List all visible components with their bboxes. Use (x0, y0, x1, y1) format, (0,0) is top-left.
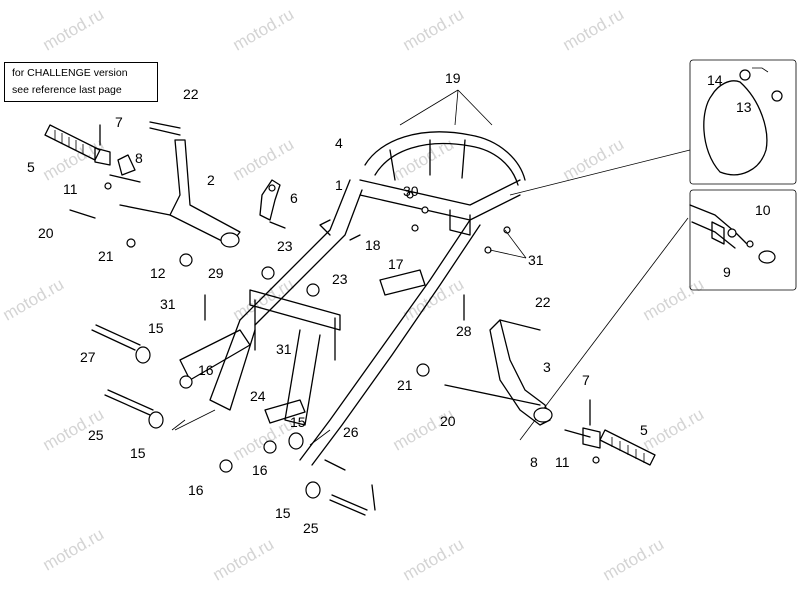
callout-20: 20 (38, 225, 54, 241)
callout-23: 23 (332, 271, 348, 287)
callout-6: 6 (290, 190, 298, 206)
callout-5: 5 (27, 159, 35, 175)
callout-25: 25 (88, 427, 104, 443)
callout-5: 5 (640, 422, 648, 438)
frame-part-1 (179, 131, 526, 466)
callout-12: 12 (150, 265, 166, 281)
callout-9: 9 (723, 264, 731, 280)
callout-31: 31 (276, 341, 292, 357)
callout-21: 21 (397, 377, 413, 393)
callout-10: 10 (755, 202, 771, 218)
callout-15: 15 (130, 445, 146, 461)
note-line-2: see reference last page (12, 84, 122, 96)
footpeg-assembly-left (44, 124, 141, 190)
callout-15: 15 (290, 414, 306, 430)
callout-7: 7 (115, 114, 123, 130)
callout-18: 18 (365, 237, 381, 253)
callout-labels: 1 2 3 4 5 5 6 7 7 8 8 9 10 11 11 12 13 1… (27, 70, 771, 536)
callout-17: 17 (388, 256, 404, 272)
leader-lines (171, 89, 527, 446)
callout-1: 1 (335, 177, 343, 193)
callout-3: 3 (543, 359, 551, 375)
bracket-part-2 (119, 127, 241, 248)
callout-30: 30 (403, 183, 419, 199)
callout-8: 8 (530, 454, 538, 470)
callout-28: 28 (456, 323, 472, 339)
callout-16: 16 (252, 462, 268, 478)
note-line-1: for CHALLENGE version (12, 67, 128, 79)
callout-11: 11 (63, 181, 78, 197)
callout-20: 20 (440, 413, 456, 429)
callout-27: 27 (80, 349, 96, 365)
callout-11: 11 (555, 454, 570, 470)
callout-14: 14 (707, 72, 723, 88)
callout-15: 15 (148, 320, 164, 336)
inset-cable-box (689, 59, 797, 185)
callout-15: 15 (275, 505, 291, 521)
callout-23: 23 (277, 238, 293, 254)
callout-31: 31 (160, 296, 176, 312)
callout-26: 26 (343, 424, 359, 440)
callout-16: 16 (198, 362, 214, 378)
callout-2: 2 (207, 172, 215, 188)
callout-19: 19 (445, 70, 461, 86)
bracket-part-3 (444, 319, 553, 426)
plate-part-6 (259, 179, 281, 221)
hardware-parts (69, 121, 541, 516)
callout-4: 4 (335, 135, 343, 151)
callout-29: 29 (208, 265, 224, 281)
inset-bracket-box (689, 189, 797, 291)
callout-25: 25 (303, 520, 319, 536)
callout-22: 22 (535, 294, 551, 310)
callout-24: 24 (250, 388, 266, 404)
callout-8: 8 (135, 150, 143, 166)
challenge-version-note: for CHALLENGE version see reference last… (4, 62, 158, 102)
callout-16: 16 (188, 482, 204, 498)
callout-7: 7 (582, 372, 590, 388)
callout-21: 21 (98, 248, 114, 264)
callout-22: 22 (183, 86, 199, 102)
callout-31: 31 (528, 252, 544, 268)
footpeg-assembly-right (564, 399, 656, 466)
callout-13: 13 (736, 99, 752, 115)
